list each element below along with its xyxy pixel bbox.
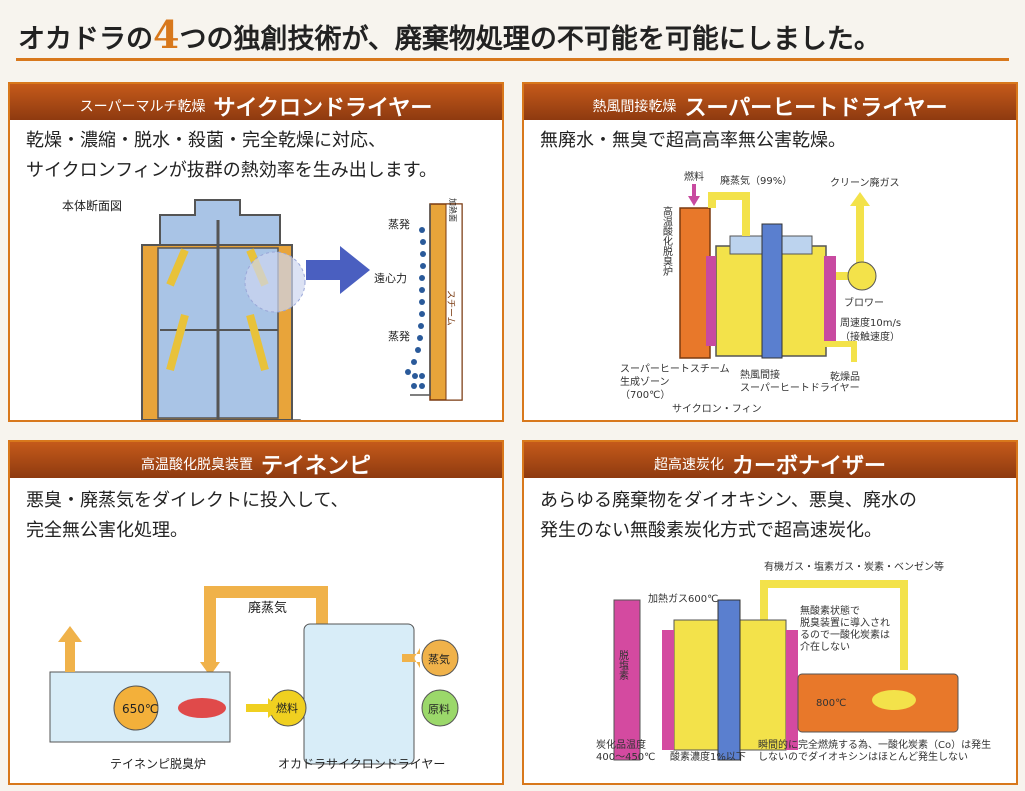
steam-input-label: 蒸気 xyxy=(428,652,450,666)
teinenpi-diagram: 廃蒸気 650℃ 燃料 蒸気 原料 テイネンピ脱臭炉 オカドラサイクロンドライヤ… xyxy=(49,586,459,771)
heat-surface-label: 加熱面 xyxy=(448,198,458,222)
carb-temp-label-1: 炭化品温度 xyxy=(596,738,646,751)
heating-gas-label: 加熱ガス600℃ xyxy=(648,592,718,605)
panel-description: 悪臭・廃蒸気をダイレクトに投入して、 完全無公害化処理。 xyxy=(26,486,349,546)
dryer-label: オカドラサイクロンドライヤー xyxy=(278,757,445,771)
anoxic-label-4: 介在しない xyxy=(800,641,850,653)
headline-part-2: つの独創技術が、廃棄物処理の不可能を可能にしました。 xyxy=(179,24,881,55)
carbonizer-diagram: 有機ガス・塩素ガス・炭素・ベンゼン等 加熱ガス600℃ 脱塩素 無酸素状態で 脱… xyxy=(596,560,991,763)
fuel-label: 燃料 xyxy=(276,701,298,715)
wall-closeup xyxy=(410,203,463,401)
indirect-label-1: 熱風間接 xyxy=(740,368,780,381)
section-label: 本体断面図 xyxy=(62,198,122,213)
dechlorine-column xyxy=(613,599,641,761)
panel-subtitle: スーパーマルチ乾燥 xyxy=(79,99,206,115)
product-label: 乾燥品 xyxy=(830,370,860,383)
panel-subtitle: 熱風間接乾燥 xyxy=(592,99,677,115)
cyclone-dryer-diagram: 本体断面図 蒸発 遠心力 蒸発 xyxy=(62,198,463,420)
speed-label: 周速度10m/s xyxy=(840,316,901,329)
raw-input-label: 原料 xyxy=(428,702,450,716)
panel-super-heat-dryer: 熱風間接乾燥スーパーヒートドライヤー 無廃水・無臭で超高高率無公害乾燥。 燃料 … xyxy=(522,82,1018,422)
super-heat-dryer-diagram: 燃料 高温酸化脱臭炉 廃蒸気（99%） クリーン廃ガス ブロワー 周速度10m/… xyxy=(620,170,901,415)
gases-label: 有機ガス・塩素ガス・炭素・ベンゼン等 xyxy=(764,560,944,573)
temp-label: 650℃ xyxy=(122,702,158,716)
dechlorine-label: 脱塩素 xyxy=(617,649,629,680)
headline-text: オカドラの4つの独創技術が、廃棄物処理の不可能を可能にしました。 xyxy=(18,12,881,57)
zone-label-1: スーパーヒートスチーム xyxy=(620,363,730,375)
instant-label-1: 瞬間的に完全燃焼する為、一酸化炭素（Co）は発生 xyxy=(758,738,991,751)
panel-header: 熱風間接乾燥スーパーヒートドライヤー xyxy=(524,84,1016,121)
temp-label: 800℃ xyxy=(816,698,846,709)
zone-label-3: （700℃） xyxy=(620,389,670,401)
desc-line-2: サイクロンフィンが抜群の熱効率を生み出します。 xyxy=(26,160,437,181)
cyclone-dryer-box xyxy=(303,623,415,765)
steam-label: スチーム xyxy=(445,290,456,326)
fin-label: サイクロン・フィン xyxy=(672,403,762,415)
carb-temp-label-2: 400〜450℃ xyxy=(596,752,655,763)
particles xyxy=(405,227,426,389)
panel-title: サイクロンドライヤー xyxy=(213,96,433,121)
indirect-label-2: スーパーヒートドライヤー xyxy=(740,382,860,394)
contact-label: （接触速度） xyxy=(840,330,900,343)
panel-title: テイネンピ xyxy=(260,454,371,479)
magnify-arrow xyxy=(306,246,370,294)
panel-header: 超高速炭化カーボナイザー xyxy=(524,442,1016,479)
panel-carbonizer: 超高速炭化カーボナイザー あらゆる廃棄物をダイオキシン、悪臭、廃水の 発生のない… xyxy=(522,440,1018,785)
panel-title: スーパーヒートドライヤー xyxy=(684,96,948,121)
panel-description: 乾燥・濃縮・脱水・殺菌・完全乾燥に対応、 サイクロンフィンが抜群の熱効率を生み出… xyxy=(26,126,437,186)
evap-top-label: 蒸発 xyxy=(388,217,410,231)
desc-line-1: 無廃水・無臭で超高高率無公害乾燥。 xyxy=(540,130,846,151)
panel-description: あらゆる廃棄物をダイオキシン、悪臭、廃水の 発生のない無酸素炭化方式で超高速炭化… xyxy=(540,486,917,546)
furnace xyxy=(679,207,711,359)
clean-gas-label: クリーン廃ガス xyxy=(830,176,900,189)
headline-rule xyxy=(16,58,1009,61)
desc-line-1: 悪臭・廃蒸気をダイレクトに投入して、 xyxy=(26,490,349,511)
fuel-label: 燃料 xyxy=(684,170,704,183)
headline-number: 4 xyxy=(153,12,180,57)
anoxic-label-2: 脱臭装置に導入され xyxy=(800,616,890,629)
panel-subtitle: 超高速炭化 xyxy=(653,457,724,473)
desc-line-2: 完全無公害化処理。 xyxy=(26,520,188,541)
panel-subtitle: 高温酸化脱臭装置 xyxy=(140,457,253,473)
oxygen-label: 酸素濃度1%以下 xyxy=(670,750,746,763)
headline: オカドラの4つの独創技術が、廃棄物処理の不可能を可能にしました。 xyxy=(0,0,1025,61)
anoxic-label-1: 無酸素状態で xyxy=(800,604,860,617)
panel-header: 高温酸化脱臭装置テイネンピ xyxy=(10,442,502,479)
waste-steam-pipe xyxy=(204,586,328,668)
panel-cyclone-dryer: スーパーマルチ乾燥サイクロンドライヤー 乾燥・濃縮・脱水・殺菌・完全乾燥に対応、… xyxy=(8,82,504,422)
anoxic-label-3: るので一酸化炭素は xyxy=(800,628,890,641)
blower-label: ブロワー xyxy=(844,296,884,309)
zone-label-2: 生成ゾーン xyxy=(620,375,670,388)
dryer-body xyxy=(141,199,306,420)
desc-line-1: 乾燥・濃縮・脱水・殺菌・完全乾燥に対応、 xyxy=(26,130,386,151)
panel-header: スーパーマルチ乾燥サイクロンドライヤー xyxy=(10,84,502,121)
evap-bottom-label: 蒸発 xyxy=(388,329,410,343)
waste-steam-label: 廃蒸気 xyxy=(248,600,287,616)
centrifugal-label: 遠心力 xyxy=(374,272,407,285)
desc-line-1: あらゆる廃棄物をダイオキシン、悪臭、廃水の xyxy=(540,490,917,511)
panel-teinenpi: 高温酸化脱臭装置テイネンピ 悪臭・廃蒸気をダイレクトに投入して、 完全無公害化処… xyxy=(8,440,504,785)
desc-line-2: 発生のない無酸素炭化方式で超高速炭化。 xyxy=(540,520,882,541)
instant-label-2: しないのでダイオキシンはほとんど発生しない xyxy=(758,750,968,763)
panel-description: 無廃水・無臭で超高高率無公害乾燥。 xyxy=(540,126,846,156)
panel-title: カーボナイザー xyxy=(731,454,886,479)
waste-steam-label: 廃蒸気（99%） xyxy=(720,174,792,187)
furnace-label: 高温酸化脱臭炉 xyxy=(661,205,673,277)
headline-part-1: オカドラの xyxy=(18,24,153,55)
furnace-label: テイネンピ脱臭炉 xyxy=(110,756,206,771)
